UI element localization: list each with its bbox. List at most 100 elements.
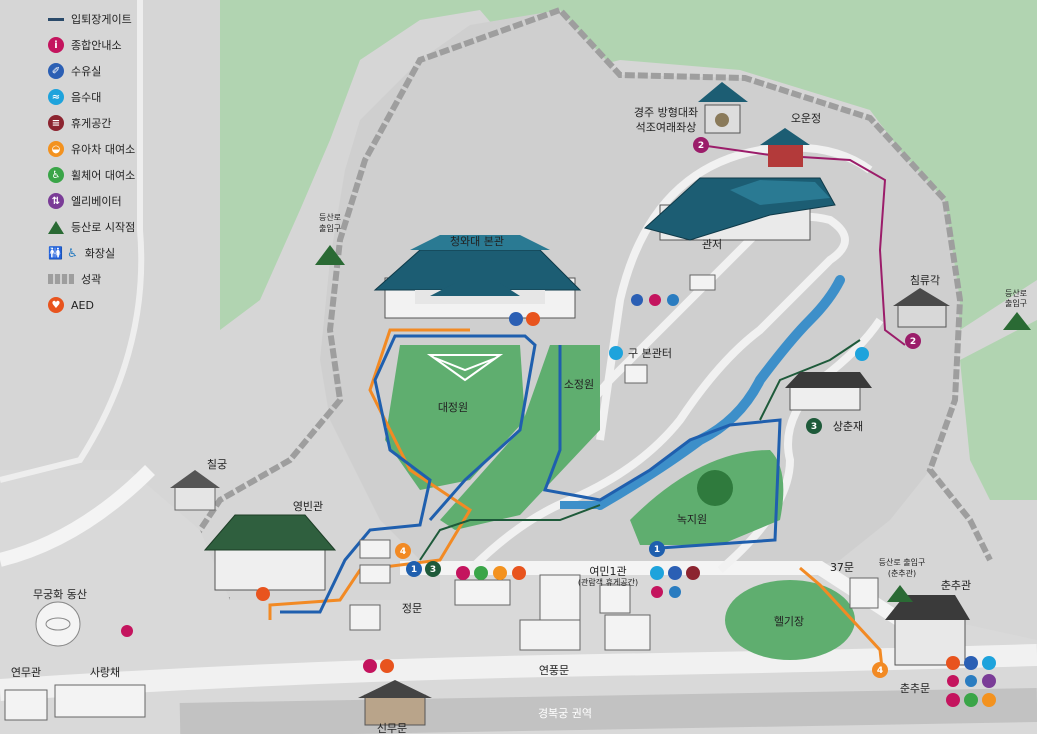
main-building-illustration	[373, 235, 582, 319]
route-marker-3-main-label: 3	[430, 565, 436, 575]
stroller-rental-icon: ◒	[48, 141, 64, 157]
west-road	[0, 465, 155, 567]
legend-label: 화장실	[84, 247, 116, 260]
nokjiwon-tree	[697, 470, 733, 506]
route-4-east	[799, 566, 884, 669]
label-residence: 관저	[702, 238, 722, 251]
sangchunjae-illustration	[785, 372, 872, 411]
label-sarangchae: 사랑채	[90, 666, 120, 679]
legend-row-aed: ♥ AED	[48, 292, 208, 318]
label-sangchunjae: 상춘재	[833, 420, 863, 433]
info-icon	[363, 659, 377, 673]
legend-row-nursing: ✐ 수유실	[48, 58, 208, 84]
restroom-icon	[947, 675, 959, 687]
stroller-rental-icon	[493, 566, 507, 580]
info-icon	[946, 693, 960, 707]
main-road	[0, 644, 1037, 701]
label-main-building: 청와대 본관	[450, 235, 504, 248]
elevator-icon: ⇅	[48, 193, 64, 209]
chilgung-illustration	[170, 470, 220, 511]
rest-area-icon: ≡	[48, 115, 64, 131]
route-1-east	[542, 345, 782, 550]
label-trail-chunchu-line1: 등산로 출입구	[879, 557, 926, 567]
legend-label: 휴게공간	[71, 117, 112, 130]
label-mugunghwa-hill: 무궁화 동산	[33, 588, 87, 601]
wheelchair-rental-icon	[474, 566, 488, 580]
stream	[595, 275, 845, 510]
route-marker-3-sangchun-label: 3	[811, 422, 817, 432]
label-chilgung: 칠궁	[207, 458, 227, 471]
chunchugwan-illustration	[885, 595, 970, 666]
label-trail-chunchu-line2: (춘추관)	[888, 568, 916, 578]
aed-icon	[526, 312, 540, 326]
route-3-sangchun	[759, 339, 861, 421]
route-4-west	[268, 328, 473, 620]
label-gate-37: 37문	[830, 561, 854, 574]
misc-buildings	[4, 274, 879, 721]
restroom-icon	[121, 625, 133, 637]
route-marker-2-ounjeong-label: 2	[698, 141, 704, 151]
map-legend: 입퇴장게이트 i 종합안내소 ✐ 수유실 ≈ 음수대 ≡ 휴게공간 ◒ 유아차 …	[48, 6, 208, 318]
label-ounjeong: 오운정	[791, 112, 821, 125]
route-1-loop	[280, 334, 537, 614]
trail-west-icon	[315, 245, 345, 265]
legend-row-elevator: ⇅ 엘리베이터	[48, 188, 208, 214]
route-marker-2-ounjeong	[693, 137, 709, 153]
stroller-rental-icon	[982, 693, 996, 707]
legend-row-rest: ≡ 휴게공간	[48, 110, 208, 136]
legend-label: 음수대	[71, 91, 102, 104]
mugunghwa-hill-inner	[45, 617, 71, 631]
nursing-room-icon: ✐	[48, 63, 64, 79]
label-chunchumun: 춘추문	[900, 682, 930, 695]
route-marker-4-chunchu	[872, 662, 888, 678]
accessible-restroom-icon	[667, 294, 679, 306]
accessible-restroom-icon: ♿	[66, 246, 78, 260]
route-marker-3-sangchun	[806, 418, 822, 434]
label-heliport: 헬기장	[774, 615, 804, 628]
fortress-wall-icon	[48, 274, 74, 284]
drinking-fountain-icon	[609, 346, 623, 360]
elevator-icon	[982, 674, 996, 688]
restroom-icon	[651, 586, 663, 598]
daejeongwon-lawn	[385, 345, 525, 490]
route-marker-1-main	[406, 561, 422, 577]
legend-label: 성곽	[81, 273, 102, 286]
legend-label: 등산로 시작점	[71, 221, 136, 234]
info-icon	[456, 566, 470, 580]
drinking-fountain-icon	[982, 656, 996, 670]
residence-illustration	[643, 177, 836, 241]
accessible-restroom-icon	[965, 675, 977, 687]
legend-label: 유아차 대여소	[71, 143, 136, 156]
label-yeonpungmun: 연풍문	[539, 664, 569, 677]
nursing-room-icon	[964, 656, 978, 670]
heliport-lawn	[725, 580, 855, 660]
gate-line-icon	[48, 17, 64, 21]
legend-row-fountain: ≈ 음수대	[48, 84, 208, 110]
trail-chunchu-icon	[887, 585, 913, 602]
label-yeomin-hall: 여민1관	[589, 565, 626, 578]
drinking-fountain-icon	[855, 347, 869, 361]
mugunghwa-hill-mark	[35, 601, 81, 647]
legend-label: 엘리베이터	[71, 195, 122, 208]
nursing-room-icon	[668, 566, 682, 580]
legend-label: 수유실	[71, 65, 102, 78]
yeongbingwan-illustration	[203, 514, 337, 591]
label-yeonmugwan: 연무관	[11, 666, 41, 679]
aed-icon	[256, 587, 270, 601]
legend-row-restroom: 🚻 ♿ 화장실	[48, 240, 208, 266]
route-marker-1-nokji-label: 1	[654, 545, 660, 555]
daejeongwon-pattern	[426, 354, 504, 382]
legend-label: 휠체어 대여소	[71, 169, 136, 182]
route-marker-1-nokji	[649, 541, 665, 557]
label-chunchugwan: 춘추관	[941, 579, 971, 592]
route-marker-4-chunchu-label: 4	[877, 666, 883, 676]
label-nokjiwon: 녹지원	[677, 513, 707, 526]
inner-path-east	[467, 212, 849, 573]
aed-icon: ♥	[48, 297, 64, 313]
restroom-icon	[649, 294, 661, 306]
inner-path-north	[596, 143, 873, 441]
label-yeongbingwan: 영빈관	[293, 500, 323, 513]
legend-row-stroller: ◒ 유아차 대여소	[48, 136, 208, 162]
route-3-path	[419, 504, 601, 561]
